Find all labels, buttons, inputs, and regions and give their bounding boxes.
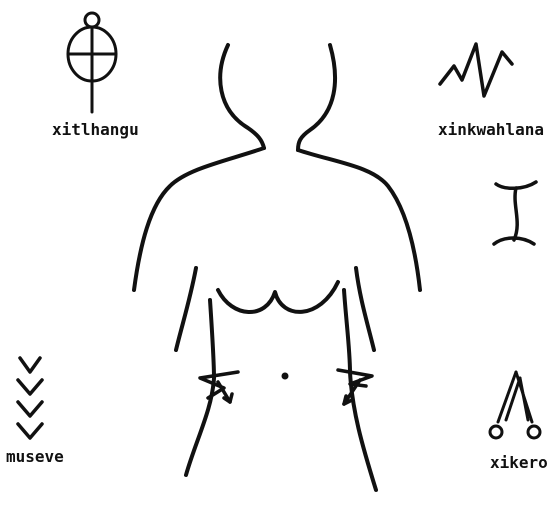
xikero-symbol-icon [490, 372, 540, 438]
museve-symbol-icon [18, 358, 42, 438]
left-waist [186, 300, 214, 475]
navel-dot [282, 373, 289, 380]
label-xitlhangu: xitlhangu [52, 120, 139, 139]
left-side-arrow-mark [200, 372, 238, 402]
right-shoulder [298, 150, 420, 290]
xitlhangu-symbol-icon [68, 13, 116, 112]
torso-figure [134, 45, 420, 490]
right-arm-inner [356, 268, 374, 350]
right-waist [344, 290, 376, 490]
chest-curve [218, 282, 338, 312]
i-beam-symbol-icon [494, 182, 536, 244]
label-museve: museve [6, 447, 64, 466]
label-xikero: xikero [490, 453, 548, 472]
neck-left [220, 45, 264, 148]
left-arm-inner [176, 268, 196, 350]
right-side-arrow-mark [338, 370, 372, 404]
left-shoulder [134, 148, 264, 290]
label-xinkwahlana: xinkwahlana [438, 120, 544, 139]
neck-right [298, 45, 335, 150]
xinkwahlana-symbol-icon [440, 44, 512, 96]
